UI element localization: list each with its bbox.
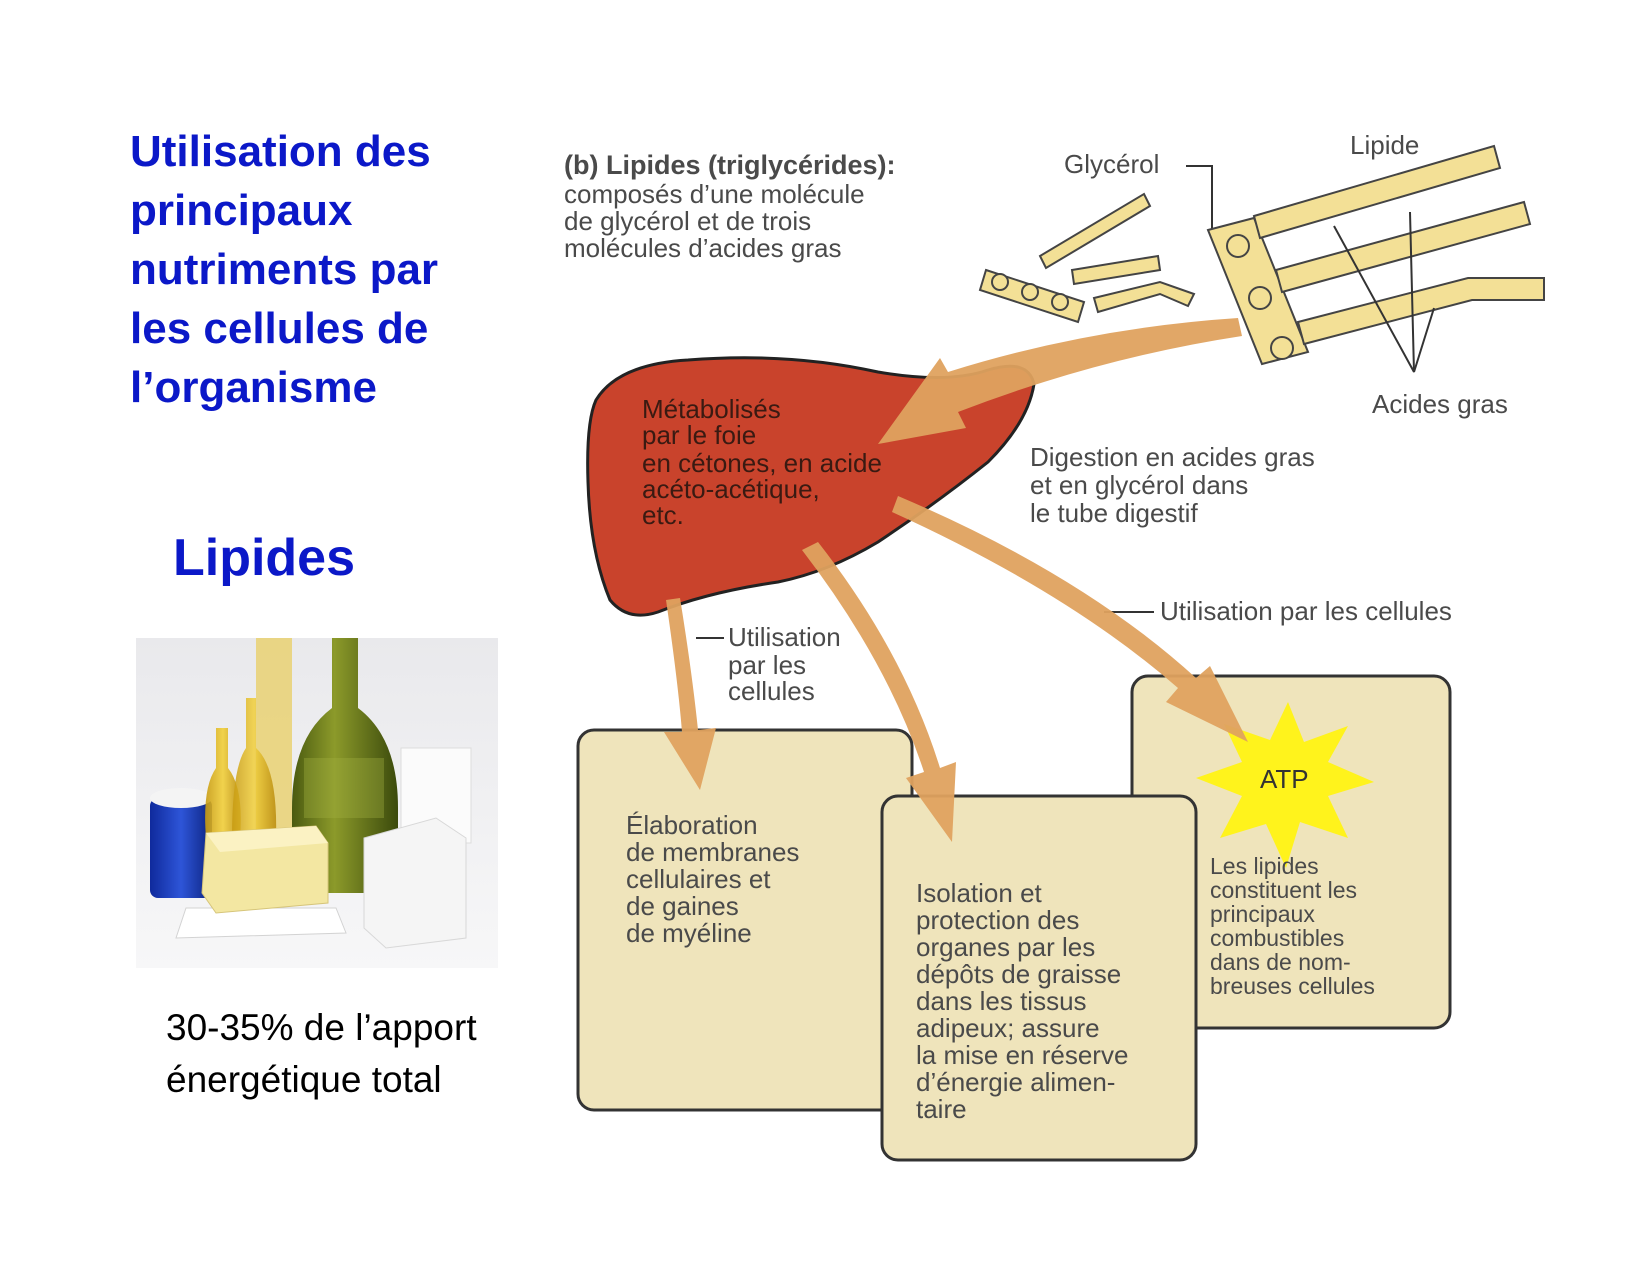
atp-burst-icon (1196, 702, 1374, 868)
title-line: nutriments par (130, 245, 439, 294)
heading-desc-line: composés d’une molécule (564, 179, 865, 209)
label-lipide: Lipide (1350, 130, 1419, 160)
utilisation-label-left: par les (728, 650, 806, 680)
digestion-line: Digestion en acides gras (1030, 442, 1315, 472)
box3-line: dans de nom- (1210, 949, 1351, 975)
box3-line: breuses cellules (1210, 973, 1375, 999)
fatty-acid-chain (1252, 144, 1502, 240)
utilisation-label-left: Utilisation (728, 622, 841, 652)
acides-gras-pointer (1413, 307, 1435, 373)
liver-line: par le foie (642, 420, 756, 450)
free-fatty-acid (1070, 254, 1162, 286)
free-fatty-acid (1092, 280, 1196, 314)
box2-line: Isolation et (916, 878, 1043, 908)
box-isolation (880, 794, 1198, 1162)
energy-note: 30-35% de l’apport énergétique total (166, 1002, 477, 1106)
digestion-line: et en glycérol dans (1030, 470, 1248, 500)
box3-line: Les lipides (1210, 853, 1319, 879)
box2-line: organes par les (916, 932, 1095, 962)
liver-line: en cétones, en acide (642, 448, 882, 478)
glycerol-hole (1270, 336, 1294, 360)
box2-line: dépôts de graisse (916, 959, 1121, 989)
box2-line: taire (916, 1094, 967, 1124)
box1-line: de gaines (626, 891, 739, 921)
slide-title: Utilisation des principaux nutriments pa… (130, 122, 510, 417)
box2-line: adipeux; assure (916, 1013, 1100, 1043)
title-line: l’organisme (130, 363, 377, 412)
glycerol-hole (991, 273, 1009, 291)
title-line: principaux (130, 186, 353, 235)
box3-line: principaux (1210, 901, 1315, 927)
box2-line: la mise en réserve (916, 1040, 1128, 1070)
label-acides-gras: Acides gras (1372, 389, 1508, 419)
heading-desc-line: de glycérol et de trois (564, 206, 811, 236)
note-line: énergétique total (166, 1059, 442, 1100)
free-fatty-acid (1038, 192, 1152, 270)
utilisation-label-right: Utilisation par les cellules (1160, 596, 1452, 626)
section-subtitle: Lipides (173, 529, 356, 587)
arrow-to-atp (892, 496, 1248, 742)
glycerol-hole (1021, 283, 1039, 301)
box2-line: dans les tissus (916, 986, 1087, 1016)
fatty-acid-chain (1296, 277, 1545, 346)
liver-line: etc. (642, 500, 684, 530)
box1-line: de myéline (626, 918, 752, 948)
note-line: 30-35% de l’apport (166, 1007, 477, 1048)
glycerol-hole (1248, 286, 1272, 310)
title-line: Utilisation des (130, 127, 431, 176)
glycerol-hole (1051, 293, 1069, 311)
box3-line: constituent les (1210, 877, 1357, 903)
heading-desc-line: molécules d’acides gras (564, 233, 841, 263)
fatty-acid-chain (1274, 200, 1532, 294)
box2-line: d’énergie alimen- (916, 1067, 1115, 1097)
box1-line: de membranes (626, 837, 799, 867)
box3-line: combustibles (1210, 925, 1344, 951)
liver-line: acéto-acétique, (642, 474, 820, 504)
atp-label: ATP (1260, 764, 1309, 794)
oil-bottles-butter-photo (136, 638, 498, 968)
digestion-line: le tube digestif (1030, 498, 1198, 528)
glycerol-hole (1226, 234, 1250, 258)
utilisation-label-left: cellules (728, 676, 815, 706)
lipid-metabolism-diagram: (b) Lipides (triglycérides): composés d’… (548, 122, 1580, 1172)
box2-line: protection des (916, 905, 1079, 935)
box1-line: cellulaires et (626, 864, 771, 894)
arrow-to-membranes (664, 598, 716, 790)
title-line: les cellules de (130, 304, 429, 353)
label-glycerol: Glycérol (1064, 149, 1159, 179)
box1-line: Élaboration (626, 810, 758, 840)
arrow-to-isolation (802, 542, 956, 842)
digestion-arrow (878, 318, 1242, 444)
diagram-heading: (b) Lipides (triglycérides): (564, 150, 896, 180)
liver-line: Métabolisés (642, 394, 781, 424)
